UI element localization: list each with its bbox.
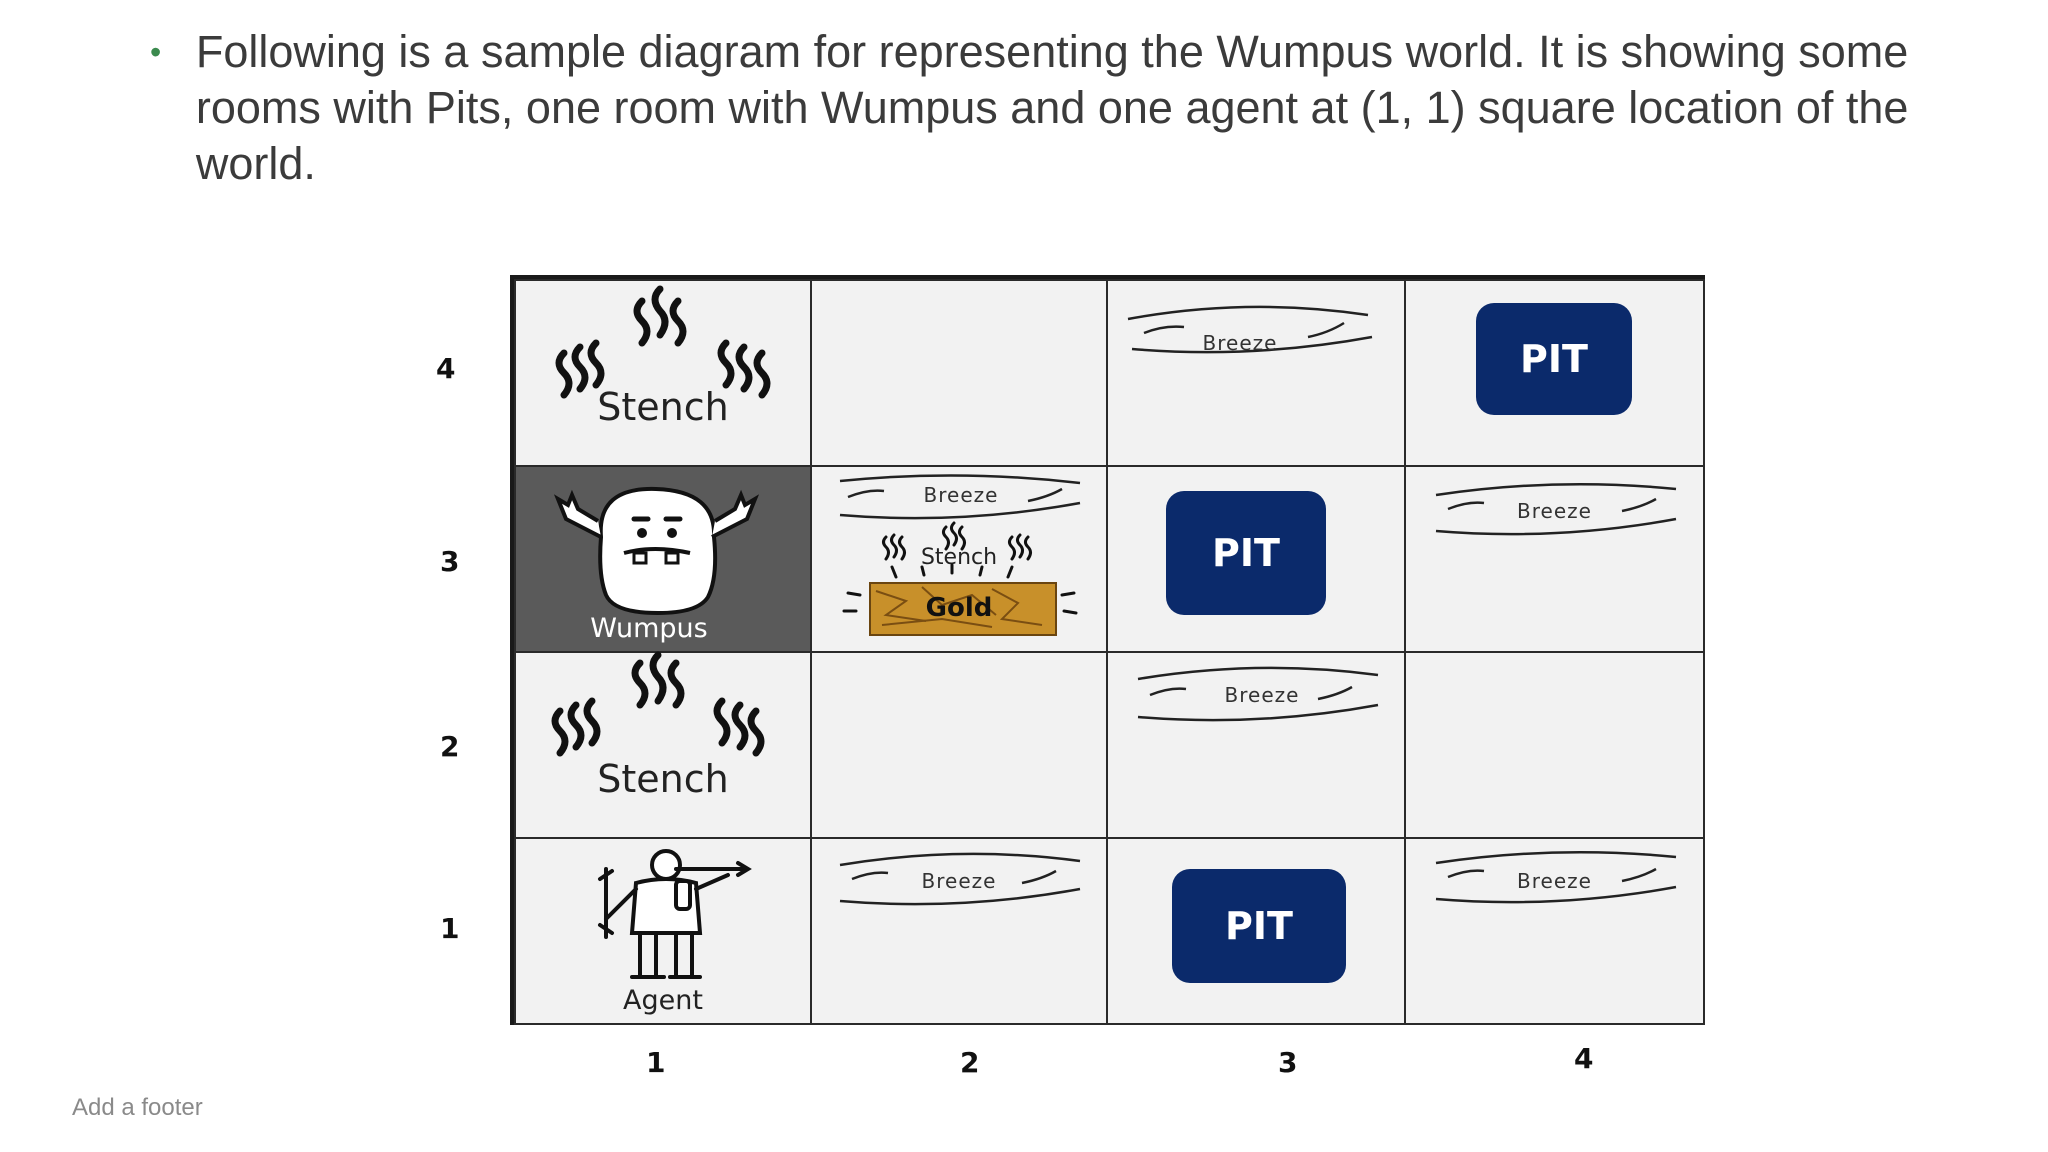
breeze-label: Breeze — [921, 869, 997, 893]
breeze-icon — [1435, 850, 1677, 904]
breeze-label: Breeze — [1224, 683, 1300, 707]
wumpus-world-grid: Stench Breeze PIT Wumpus — [510, 275, 1705, 1025]
stench-icon — [555, 285, 771, 399]
cell-1-2: Breeze — [810, 837, 1108, 1025]
stench-label: Stench — [920, 545, 998, 570]
stench-label: Stench — [597, 757, 729, 801]
pit-box: PIT — [1476, 303, 1632, 415]
col-label-1: 1 — [646, 1046, 666, 1079]
cell-2-4 — [1404, 651, 1705, 839]
gold-label: Gold — [925, 593, 993, 623]
bullet-item: • Following is a sample diagram for repr… — [150, 24, 1910, 192]
breeze-icon — [1137, 666, 1379, 722]
cell-4-2 — [810, 279, 1108, 467]
pit-box: PIT — [1172, 869, 1346, 983]
breeze-icon — [1435, 482, 1677, 536]
cell-2-2 — [810, 651, 1108, 839]
cell-3-2: Breeze Stench Gold — [810, 465, 1108, 653]
cell-4-3: Breeze — [1106, 279, 1406, 467]
stench-icon — [551, 651, 765, 757]
cell-3-1: Wumpus — [514, 465, 812, 653]
cell-1-4: Breeze — [1404, 837, 1705, 1025]
cell-2-1: Stench — [514, 651, 812, 839]
row-label-1: 1 — [440, 912, 460, 945]
breeze-icon — [1127, 305, 1373, 354]
col-label-4: 4 — [1574, 1042, 1594, 1075]
cell-2-3: Breeze — [1106, 651, 1406, 839]
col-label-2: 2 — [960, 1046, 980, 1079]
cell-3-3: PIT — [1106, 465, 1406, 653]
bullet-dot: • — [150, 34, 162, 70]
pit-box: PIT — [1166, 491, 1326, 615]
breeze-icon — [839, 852, 1081, 906]
breeze-label: Breeze — [1517, 869, 1592, 893]
breeze-label: Breeze — [923, 483, 999, 507]
stench-label: Stench — [597, 385, 729, 429]
breeze-label: Breeze — [1202, 331, 1278, 355]
bullet-text: Following is a sample diagram for repres… — [195, 26, 1909, 189]
cell-4-4: PIT — [1404, 279, 1705, 467]
footer-text[interactable]: Add a footer — [72, 1094, 203, 1121]
cell-4-1: Stench — [514, 279, 812, 467]
agent-icon — [598, 849, 752, 979]
col-label-3: 3 — [1278, 1046, 1298, 1079]
gold-icon — [842, 563, 1078, 636]
cell-1-3: PIT — [1106, 837, 1406, 1025]
wumpus-label: Wumpus — [590, 613, 708, 644]
agent-label: Agent — [623, 985, 703, 1016]
wumpus-icon — [553, 486, 760, 616]
row-label-4: 4 — [436, 352, 456, 385]
row-label-3: 3 — [440, 545, 460, 578]
cell-1-1: Agent — [514, 837, 812, 1025]
breeze-label: Breeze — [1517, 499, 1592, 523]
cell-3-4: Breeze — [1404, 465, 1705, 653]
stench-icon — [882, 521, 1032, 561]
breeze-icon — [839, 474, 1081, 520]
row-label-2: 2 — [440, 730, 460, 763]
